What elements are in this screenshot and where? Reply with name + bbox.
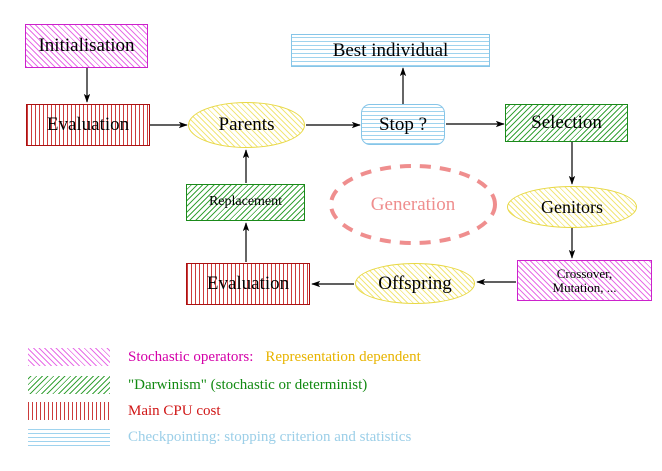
legend-label-stochastic: Stochastic operators: xyxy=(128,348,254,365)
node-evaluation_top[interactable]: Evaluation xyxy=(26,104,150,146)
legend-swatch-checkpointing xyxy=(28,428,110,446)
node-label-stop: Stop ? xyxy=(378,113,428,135)
legend-row-stochastic: Stochastic operators: Representation depe… xyxy=(28,348,421,366)
node-generation[interactable]: Generation xyxy=(328,163,498,246)
node-label-parents: Parents xyxy=(218,114,275,136)
node-replacement[interactable]: Replacement xyxy=(186,184,305,221)
node-label-best_individual: Best individual xyxy=(332,39,449,61)
legend-row-cpu-cost: Main CPU cost xyxy=(28,402,221,420)
node-selection[interactable]: Selection xyxy=(505,104,628,142)
legend-label-checkpointing: Checkpointing: stopping criterion and st… xyxy=(128,428,412,445)
node-label-genitors: Genitors xyxy=(541,196,603,217)
node-stop[interactable]: Stop ? xyxy=(361,104,445,145)
node-label-crossover: Crossover, Mutation, ... xyxy=(552,266,617,295)
node-label-initialisation: Initialisation xyxy=(38,35,135,57)
node-label-evaluation_bot: Evaluation xyxy=(206,273,290,295)
node-label-replacement: Replacement xyxy=(208,194,283,210)
node-best_individual[interactable]: Best individual xyxy=(291,34,490,67)
node-offspring[interactable]: Offspring xyxy=(355,263,475,304)
legend-row-checkpointing: Checkpointing: stopping criterion and st… xyxy=(28,428,411,446)
node-parents[interactable]: Parents xyxy=(188,102,305,148)
legend-swatch-darwinism xyxy=(28,376,110,394)
generation-dashed-ellipse xyxy=(329,164,497,245)
legend-label-darwinism: "Darwinism" (stochastic or determinist) xyxy=(128,376,368,393)
legend-label-extra-stochastic: Representation dependent xyxy=(265,348,421,365)
node-initialisation[interactable]: Initialisation xyxy=(25,24,148,68)
legend-swatch-cpu-cost xyxy=(28,402,110,420)
node-label-selection: Selection xyxy=(531,112,602,134)
legend-label-cpu-cost: Main CPU cost xyxy=(128,402,221,419)
node-label-evaluation_top: Evaluation xyxy=(46,114,130,136)
node-crossover[interactable]: Crossover, Mutation, ... xyxy=(517,260,652,301)
legend-row-darwinism: "Darwinism" (stochastic or determinist) xyxy=(28,376,367,394)
node-genitors[interactable]: Genitors xyxy=(507,186,637,228)
legend-swatch-stochastic xyxy=(28,348,110,366)
node-evaluation_bot[interactable]: Evaluation xyxy=(186,263,310,305)
node-label-generation: Generation xyxy=(370,193,456,215)
node-label-offspring: Offspring xyxy=(378,272,452,294)
